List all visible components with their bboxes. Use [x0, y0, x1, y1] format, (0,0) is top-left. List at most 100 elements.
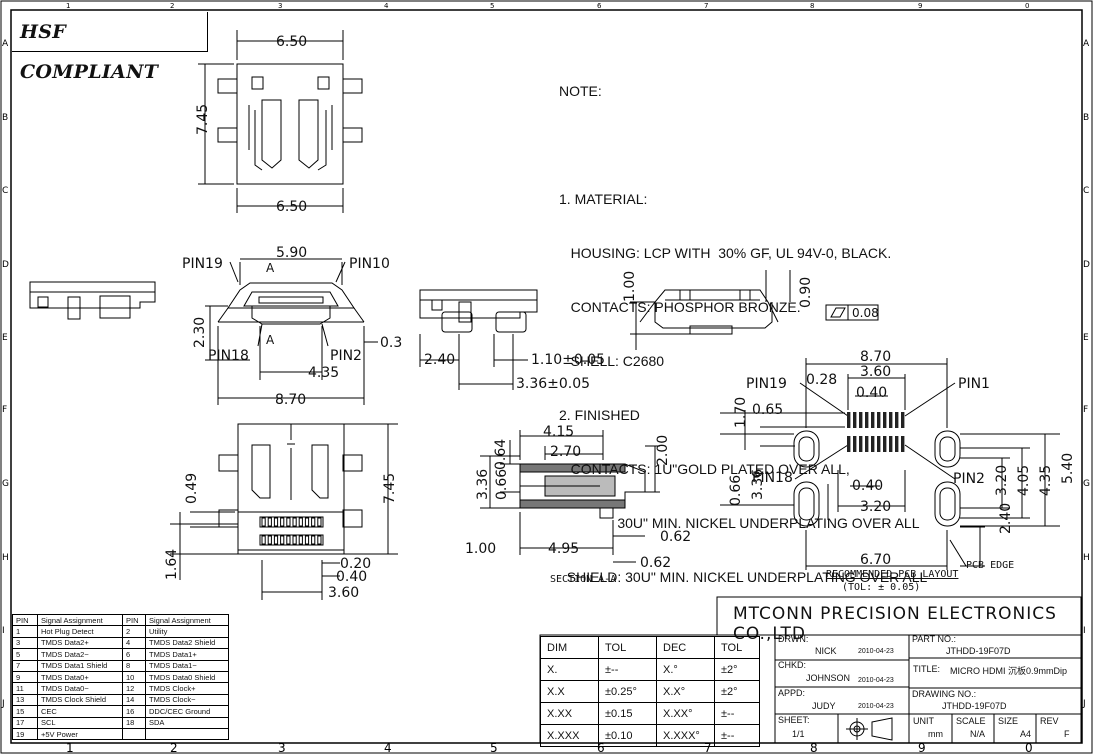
- drawn-name: NICK: [815, 646, 837, 656]
- rev-value: F: [1064, 729, 1070, 739]
- pin-table-header: PIN: [122, 613, 146, 627]
- pcb-left-dim-e: 0.66: [728, 475, 744, 506]
- scale-label: SCALE: [956, 716, 986, 726]
- front-view-pin19-label: PIN19: [182, 256, 223, 272]
- tolerance-cell: X.XXX: [540, 724, 599, 747]
- frame-row-label: I: [1083, 626, 1086, 636]
- title-label: TITLE:: [913, 664, 941, 674]
- signal-name: +5V Power: [37, 727, 123, 741]
- pin-number: 19: [12, 727, 38, 741]
- tolerance-cell: ±2°: [714, 680, 760, 703]
- pcb-pad: [883, 412, 887, 428]
- pcb-pad: [865, 436, 869, 452]
- frame-row-label: G: [1083, 479, 1090, 489]
- bottom-contact: [317, 517, 322, 527]
- signal-name: TMDS Clock+: [145, 682, 229, 695]
- bottom-contact: [304, 535, 310, 545]
- pcb-pad: [865, 412, 869, 428]
- drawing-number-value: JTHDD-19F07D: [942, 701, 1007, 711]
- size-value: A4: [1020, 729, 1032, 739]
- drawing-number-label: DRAWING NO.:: [912, 689, 977, 699]
- side-profile-view: [29, 281, 156, 320]
- tolerance-cell: X.XXX°: [656, 724, 715, 747]
- pcb-pad: [889, 436, 893, 452]
- pin-number: 1: [12, 625, 38, 638]
- tolerance-cell: ±--: [714, 702, 760, 725]
- bottom-contact: [292, 517, 297, 527]
- signal-name: SCL: [37, 716, 123, 729]
- signal-name: TMDS Data2+: [37, 636, 123, 650]
- bottom-view-height-dim: 7.45: [382, 473, 398, 504]
- bottom-contact: [304, 517, 310, 527]
- bottom-contact: [280, 517, 285, 527]
- pin-number: 18: [122, 716, 146, 729]
- approved-name: JUDY: [812, 701, 836, 711]
- frame-row-label: C: [2, 186, 8, 196]
- frame-row-label: E: [1083, 333, 1089, 343]
- frame-row-label: F: [2, 405, 7, 415]
- tolerance-cell: X.XX°: [656, 702, 715, 725]
- signal-name: TMDS Data1 Shield: [37, 659, 123, 672]
- frame-row-label: G: [2, 479, 9, 489]
- pcb-row-gap-dim: 1.70: [733, 397, 749, 428]
- front-view-pin18-label: PIN18: [208, 348, 249, 364]
- pcb-width-dim: 8.70: [860, 349, 891, 365]
- front-view-overall-dim: 8.70: [275, 392, 306, 408]
- pin-number: 15: [12, 705, 38, 718]
- bottom-contact: [311, 535, 316, 545]
- signal-name: SDA: [145, 716, 229, 729]
- pcb-pad: [859, 412, 863, 428]
- section-a-a-view: [480, 430, 660, 563]
- tolerance-cell: ±0.15: [598, 702, 657, 725]
- pin-number: 7: [12, 659, 38, 672]
- drawn-label: DRWN:: [778, 634, 809, 644]
- signal-name: TMDS Data0 Shield: [145, 670, 229, 684]
- section-mark-bottom: A: [266, 333, 275, 347]
- pcb-pad: [877, 436, 881, 452]
- bottom-view-pins: [261, 517, 322, 545]
- pcb-pad: [901, 412, 905, 428]
- frame-column-label: 6: [597, 741, 605, 754]
- tolerance-cell: X.: [540, 658, 599, 681]
- notes-line: SHIELD: 30U" MIN. NICKEL UNDERPLATING OV…: [559, 569, 928, 585]
- frame-row-label: D: [1083, 260, 1090, 270]
- pcb-pads-dim: 3.60: [860, 364, 891, 380]
- bottom-view-pitch-dim: 0.20: [340, 556, 371, 572]
- frame-column-label: 8: [810, 2, 814, 10]
- pcb-total-height-dim: 5.40: [1060, 453, 1076, 484]
- pin-number: 16: [122, 705, 146, 718]
- pin-number: 5: [12, 648, 38, 661]
- frame-column-label: 0: [1025, 2, 1029, 10]
- front-view-pin2-label: PIN2: [330, 348, 362, 364]
- tolerance-cell: ±0.10: [598, 724, 657, 747]
- drawn-date: 2010-04-23: [858, 648, 894, 655]
- tolerance-row: X.X±0.25°X.X°±2°: [540, 680, 760, 703]
- notes-heading: NOTE:: [559, 83, 602, 99]
- bottom-contact: [292, 535, 297, 545]
- pcb-pad: [877, 412, 881, 428]
- frame-column-label: 9: [918, 2, 922, 10]
- pcb-slot-height2-dim: 4.05: [1016, 465, 1032, 496]
- frame-column-label: 9: [918, 741, 926, 754]
- pin-table-header: Signal Assignment: [145, 613, 229, 627]
- tolerance-header: DEC: [656, 636, 715, 659]
- section-dim-h: 1.00: [465, 541, 496, 557]
- tolerance-header-row: DIM TOL DEC TOL: [540, 636, 760, 659]
- bottom-contact: [261, 535, 266, 545]
- rear-view-height-dim: 1.00: [622, 271, 638, 302]
- front-view-inner-dim: 4.35: [308, 365, 339, 381]
- pcb-row-dim: 0.65: [752, 402, 783, 418]
- pcb-pad: [901, 436, 905, 452]
- pcb-rear-dim: 2.40: [998, 503, 1014, 534]
- frame-row-label: D: [2, 260, 9, 270]
- pcb-slot-span-dim: 3.20: [860, 499, 891, 515]
- pcb-pad-width-dim: 0.28: [806, 372, 837, 388]
- flatness-tolerance-box: [825, 304, 879, 321]
- tolerance-cell: X.X: [540, 680, 599, 703]
- pin-number: 6: [122, 648, 146, 661]
